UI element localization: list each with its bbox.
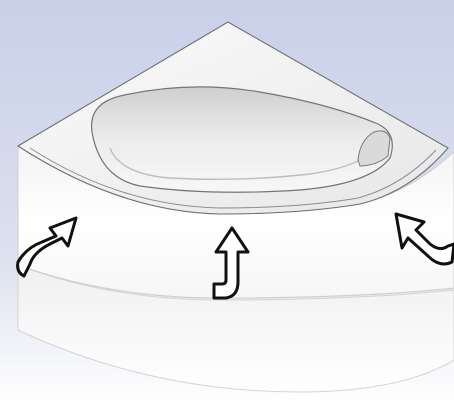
bathtub-installation-illustration xyxy=(0,0,454,403)
bathtub-drawing xyxy=(0,0,454,403)
